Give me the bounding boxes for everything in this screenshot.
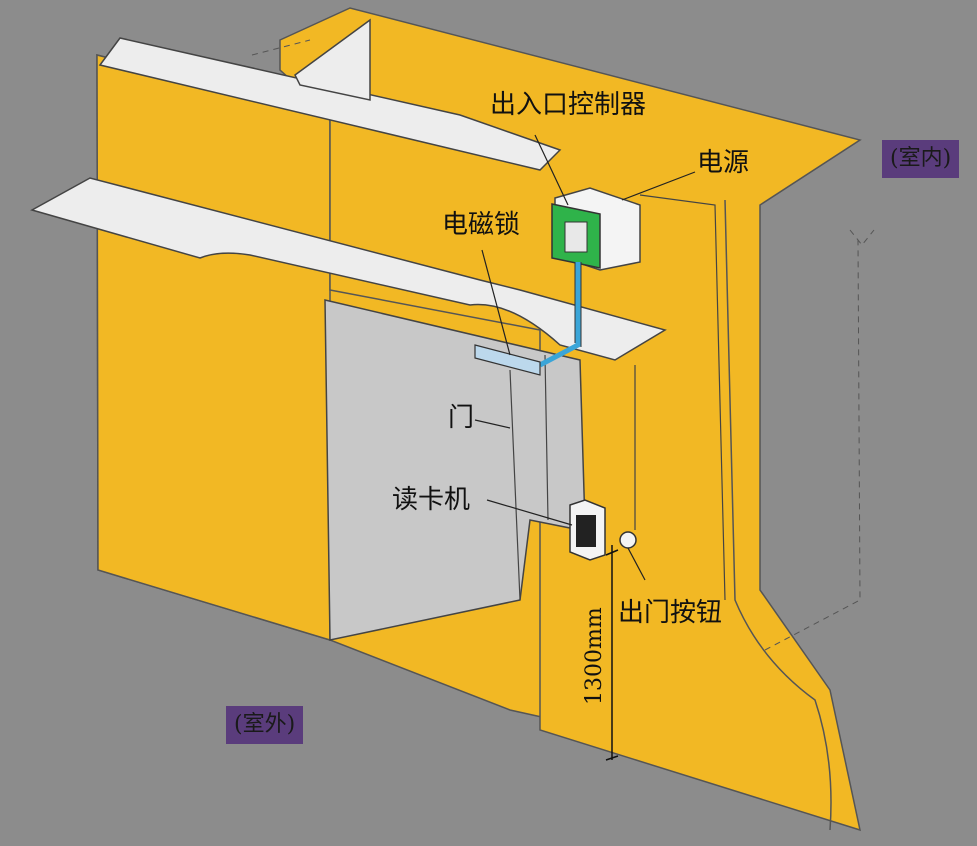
- leader-lines: [474, 134, 696, 581]
- cable-outline: [574, 262, 582, 347]
- wall-right-edge: [724, 199, 832, 831]
- interior-wall-line: [634, 194, 726, 601]
- label-door: 门: [448, 403, 475, 433]
- door-panel: [324, 299, 586, 641]
- label-height: 1300mm: [582, 607, 607, 705]
- label-power: 电源: [697, 148, 750, 178]
- label-exit-button: 出门按钮: [618, 598, 723, 628]
- controller-keypad: [564, 221, 588, 253]
- dimension-line: [605, 545, 619, 761]
- cable: [538, 262, 581, 368]
- wall-left-block: [96, 54, 331, 642]
- ceiling-slab: [30, 177, 667, 361]
- magnetic-lock: [474, 344, 541, 376]
- label-reader: 读卡机: [392, 485, 471, 515]
- badge-indoor: (室内): [882, 140, 960, 178]
- floor-dashed-line: [251, 39, 875, 651]
- top-opening: [294, 18, 371, 101]
- top-beam: [98, 37, 562, 171]
- door-frame-line: [509, 354, 549, 601]
- badge-outdoor: (室外): [226, 706, 304, 744]
- label-lock: 电磁锁: [442, 210, 521, 240]
- exit-button: [619, 531, 637, 549]
- label-controller: 出入口控制器: [490, 90, 647, 120]
- card-reader-keypad: [576, 515, 596, 547]
